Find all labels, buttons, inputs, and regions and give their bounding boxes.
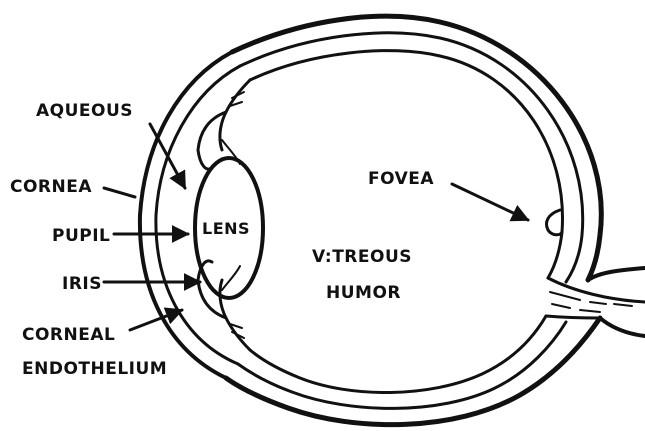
label-corneal-endothelium-line1: CORNEAL <box>22 325 115 345</box>
label-vitreous-line2: HUMOR <box>326 283 401 303</box>
corneal-endothelium-arrow <box>130 310 182 330</box>
label-iris: IRIS <box>62 274 102 294</box>
pointer-arrows <box>104 124 528 330</box>
fovea-arrow <box>452 184 528 220</box>
label-vitreous-line1: V:TREOUS <box>312 247 412 267</box>
eyeball-outline <box>226 16 601 424</box>
cornea-shape <box>140 52 240 378</box>
label-aqueous: AQUEOUS <box>36 101 133 121</box>
fovea-pit <box>547 210 563 235</box>
label-corneal-endothelium-line2: ENDOTHELIUM <box>22 359 167 379</box>
aqueous-arrow <box>150 124 185 188</box>
label-lens: LENS <box>202 219 250 238</box>
cornea-arrow <box>104 188 135 197</box>
label-pupil: PUPIL <box>52 226 110 246</box>
label-cornea: CORNEA <box>10 177 92 197</box>
label-fovea: FOVEA <box>368 169 434 189</box>
iris-ciliary-lower <box>198 261 250 350</box>
